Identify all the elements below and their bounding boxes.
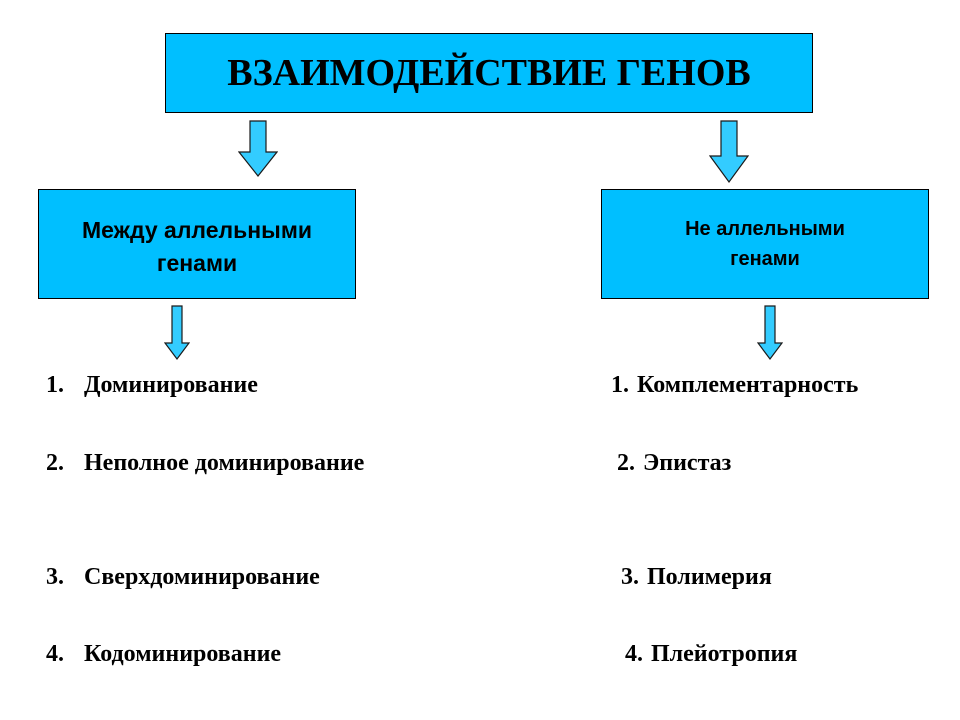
list-item: 2. Неполное доминирование — [46, 450, 365, 476]
list-item: 1. Комплементарность — [611, 372, 859, 398]
diagram-title: ВЗАИМОДЕЙСТВИЕ ГЕНОВ — [227, 52, 751, 94]
nonallelic-genes-label-line2: генами — [730, 248, 800, 270]
arrow-down-icon — [709, 120, 749, 184]
arrow-down-icon — [757, 305, 783, 360]
list-item: 3. Полимерия — [621, 564, 772, 590]
arrow-down-icon — [238, 120, 278, 177]
list-item: 1. Доминирование — [46, 372, 258, 398]
allelic-genes-label-line1: Между аллельными — [82, 216, 312, 243]
list-item: 4. Кодоминирование — [46, 641, 282, 667]
title-box: ВЗАИМОДЕЙСТВИЕ ГЕНОВ — [165, 33, 813, 113]
list-item: 3. Сверхдоминирование — [46, 564, 320, 590]
allelic-genes-label-line2: генами — [156, 250, 238, 276]
allelic-genes-box: Между аллельными генами — [38, 189, 356, 299]
list-item: 2. Эпистаз — [617, 450, 732, 476]
nonallelic-genes-label-line1: Не аллельными — [685, 218, 845, 240]
list-item: 4. Плейотропия — [625, 641, 798, 667]
arrow-down-icon — [164, 305, 190, 360]
nonallelic-genes-box: Не аллельными генами — [601, 189, 929, 299]
